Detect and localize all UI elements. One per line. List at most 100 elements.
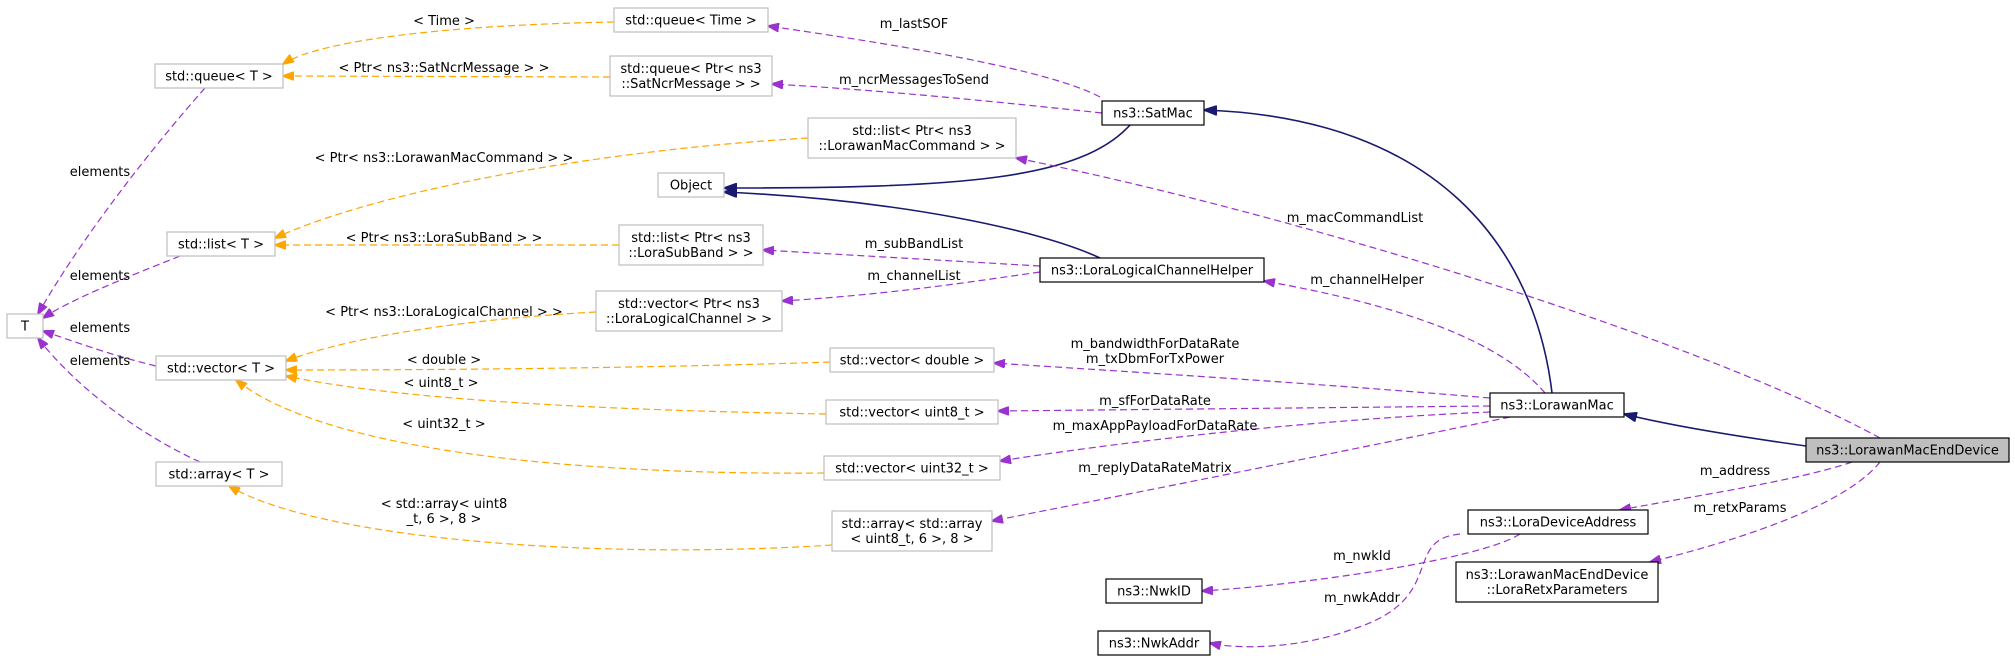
node-label-line-1: ns3::LorawanMacEndDevice xyxy=(1466,568,1649,583)
node-std-vector-double[interactable]: std::vector< double > xyxy=(829,347,995,373)
node-std-queue-Time[interactable]: std::queue< Time > xyxy=(613,7,769,33)
node-box xyxy=(6,313,44,339)
node-label: ns3::LorawanMacEndDevice xyxy=(1816,444,1999,459)
member-edge xyxy=(1016,158,1881,439)
edge-label-elements-queue: elements xyxy=(70,165,131,180)
node-std-list-subband[interactable]: std::list< Ptr< ns3::LoraSubBand > > xyxy=(618,224,764,266)
node-label: T xyxy=(20,320,29,335)
node-std-list-maccmd[interactable]: std::list< Ptr< ns3::LorawanMacCommand >… xyxy=(807,117,1017,159)
inheritance-edge xyxy=(724,124,1131,188)
node-box xyxy=(166,231,276,257)
node-lora-device-address[interactable]: ns3::LoraDeviceAddress xyxy=(1467,509,1649,535)
member-edge xyxy=(772,84,1103,114)
node-label: ns3::NwkAddr xyxy=(1109,637,1200,652)
template-edge xyxy=(286,311,597,361)
node-lora-lch-helper[interactable]: ns3::LoraLogicalChannelHelper xyxy=(1039,257,1265,283)
edge-label-m-ncrMessagesToSend: m_ncrMessagesToSend xyxy=(839,73,989,88)
node-label: ns3::LoraDeviceAddress xyxy=(1480,516,1637,531)
node-box xyxy=(613,7,769,33)
edge-label-uint32: < uint32_t > xyxy=(402,417,485,432)
template-edge xyxy=(236,380,825,474)
node-lorawan-mac[interactable]: ns3::LorawanMac xyxy=(1489,392,1625,418)
member-edge xyxy=(1210,533,1461,647)
node-label-line-1: std::list< Ptr< ns3 xyxy=(852,124,972,139)
inheritance-edge xyxy=(1624,414,1807,447)
node-object[interactable]: Object xyxy=(657,172,725,198)
template-edge xyxy=(283,21,615,64)
node-std-array-array[interactable]: std::array< std::array< uint8_t, 6 >, 8 … xyxy=(831,510,993,552)
node-label-line-2: ::LorawanMacCommand > > xyxy=(818,139,1005,154)
node-box xyxy=(825,399,999,425)
node-nwk-addr[interactable]: ns3::NwkAddr xyxy=(1097,630,1211,656)
node-label: std::list< T > xyxy=(178,238,264,253)
node-box xyxy=(1101,100,1205,126)
node-sat-mac[interactable]: ns3::SatMac xyxy=(1101,100,1205,126)
member-edge xyxy=(1264,281,1546,394)
edge-label-m-sfForDataRate: m_sfForDataRate xyxy=(1099,394,1211,409)
node-box xyxy=(823,455,1001,481)
node-box xyxy=(609,55,773,97)
template-edge xyxy=(286,361,831,370)
node-box xyxy=(807,117,1017,159)
edge-label-m-channelHelper: m_channelHelper xyxy=(1310,273,1424,288)
node-box xyxy=(1455,561,1659,603)
member-edge xyxy=(1000,411,1491,461)
node-box xyxy=(1467,509,1649,535)
node-nwk-id[interactable]: ns3::NwkID xyxy=(1105,578,1203,604)
edge-label-m-address: m_address xyxy=(1700,464,1770,479)
node-label: std::vector< uint32_t > xyxy=(835,462,989,477)
node-label: std::array< T > xyxy=(169,468,270,483)
template-edge xyxy=(283,76,611,77)
edge-label-array-inner-line-1: < std::array< uint8 xyxy=(381,497,507,512)
edge-label-ptr-maccmd: < Ptr< ns3::LorawanMacCommand > > xyxy=(315,151,574,166)
edge-label-m-bandwidth-line-1: m_bandwidthForDataRate xyxy=(1071,337,1240,352)
edge-label-m-retxParams: m_retxParams xyxy=(1694,501,1787,516)
edge-label-m-subBandList: m_subBandList xyxy=(865,237,964,252)
member-edge xyxy=(1650,461,1881,562)
node-box xyxy=(1489,392,1625,418)
node-box xyxy=(618,224,764,266)
node-std-queue-T[interactable]: std::queue< T > xyxy=(154,63,284,89)
node-label: std::vector< double > xyxy=(840,354,984,369)
node-label-line-1: std::vector< Ptr< ns3 xyxy=(618,297,760,312)
node-std-vector-uint32[interactable]: std::vector< uint32_t > xyxy=(823,455,1001,481)
template-edge xyxy=(229,486,833,551)
edge-label-double: < double > xyxy=(407,353,481,368)
node-std-queue-ncr[interactable]: std::queue< Ptr< ns3::SatNcrMessage > > xyxy=(609,55,773,97)
node-T[interactable]: T xyxy=(6,313,44,339)
edge-label-ptr-subband: < Ptr< ns3::LoraSubBand > > xyxy=(346,231,543,246)
node-box xyxy=(1097,630,1211,656)
node-label-line-1: std::list< Ptr< ns3 xyxy=(631,231,751,246)
member-edge xyxy=(1202,533,1521,591)
node-box xyxy=(155,355,287,381)
node-label: ns3::LorawanMac xyxy=(1500,399,1614,414)
node-label-line-1: std::queue< Ptr< ns3 xyxy=(620,62,761,77)
node-label: std::queue< Time > xyxy=(625,14,756,29)
node-box xyxy=(1805,437,2010,463)
node-label: ns3::LoraLogicalChannelHelper xyxy=(1051,264,1254,279)
node-retx-params[interactable]: ns3::LorawanMacEndDevice::LoraRetxParame… xyxy=(1455,561,1659,603)
edge-label-elements-array: elements xyxy=(70,354,131,369)
member-edge xyxy=(994,363,1491,399)
member-edge xyxy=(768,26,1101,98)
member-edge xyxy=(38,338,201,463)
node-label: std::queue< T > xyxy=(165,70,273,85)
node-std-vector-chan[interactable]: std::vector< Ptr< ns3::LoraLogicalChanne… xyxy=(595,290,783,332)
node-std-vector-T[interactable]: std::vector< T > xyxy=(155,355,287,381)
edge-label-m-replyDataRateMatrix: m_replyDataRateMatrix xyxy=(1078,461,1232,476)
node-std-array-T[interactable]: std::array< T > xyxy=(155,461,283,487)
node-std-list-T[interactable]: std::list< T > xyxy=(166,231,276,257)
node-label: ns3::SatMac xyxy=(1113,107,1193,122)
node-box xyxy=(657,172,725,198)
node-box xyxy=(829,347,995,373)
member-edge xyxy=(38,87,206,314)
node-label: std::vector< uint8_t > xyxy=(839,406,984,421)
template-edge xyxy=(286,376,827,415)
node-lorawan-mac-end-device[interactable]: ns3::LorawanMacEndDevice xyxy=(1805,437,2010,463)
node-std-vector-uint8[interactable]: std::vector< uint8_t > xyxy=(825,399,999,425)
edge-label-elements-vector: elements xyxy=(70,321,131,336)
node-label-line-2: ::LoraRetxParameters xyxy=(1487,583,1628,598)
inheritance-edge xyxy=(724,192,1101,259)
node-label: std::vector< T > xyxy=(167,362,275,377)
